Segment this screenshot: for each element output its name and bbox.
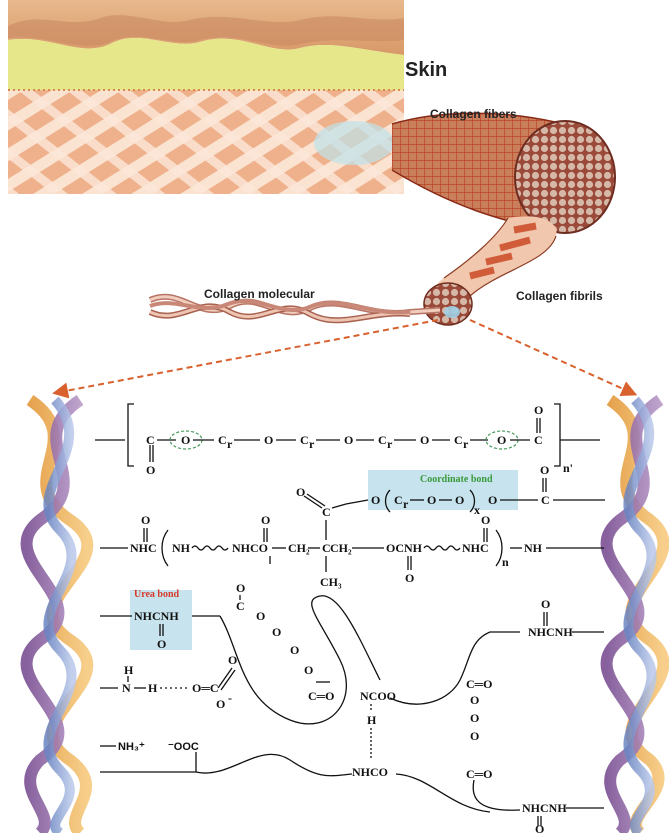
bot-nhcnh: NHCNH — [522, 801, 567, 815]
chem-cr2: C — [300, 433, 309, 447]
ooc-minus: ⁻OOC — [168, 741, 199, 753]
ester-o2: O — [272, 625, 281, 639]
ester-c2: C═O — [308, 689, 335, 703]
ester-c: C — [236, 599, 245, 613]
chem-c2-o: O — [534, 403, 543, 417]
row2-ocnh: OCNH — [386, 541, 423, 555]
zoom-arrow-left — [60, 320, 438, 392]
row2-ch2: CH₂ — [288, 541, 310, 555]
chem-n-prime: n' — [563, 461, 573, 475]
row2-nhc: NHC — [130, 541, 157, 555]
coord-cr-sub: r — [403, 497, 409, 511]
chem-c1: C — [146, 433, 155, 447]
fibril-end — [424, 283, 472, 325]
hydrogen-bond-row: H N H O═C O O - — [100, 653, 237, 711]
coordinate-bond-label: Coordinate bond — [420, 474, 493, 485]
coord-c: C — [541, 493, 550, 507]
row4-h: H — [148, 681, 158, 695]
row4-o: O — [228, 653, 237, 667]
coord-c-o: O — [540, 463, 549, 477]
chem-cr4-sub: r — [463, 437, 469, 451]
ester-o1: O — [256, 609, 265, 623]
urea-nhcnh: NHCNH — [134, 609, 179, 623]
coord-o3: O — [455, 493, 464, 507]
rc-o3: O — [470, 729, 479, 743]
chem-o3: O — [344, 433, 353, 447]
row2-nhc2: NHC — [462, 541, 489, 555]
fiber-bundle-end — [515, 121, 615, 233]
row2-nhc-o: O — [141, 513, 150, 527]
row2-ocnh-o: O — [405, 571, 414, 585]
chem-cr1: C — [218, 433, 227, 447]
chem-o4: O — [420, 433, 429, 447]
row2-upper-c: C — [322, 505, 331, 519]
chem-o1: O — [181, 433, 190, 447]
left-collagen-helix — [27, 400, 88, 833]
row2-nh2: NH — [524, 541, 543, 555]
row4-minus: - — [228, 691, 232, 705]
bot-o: O — [535, 822, 544, 833]
rc-o1: O — [470, 693, 479, 707]
fiber-highlight — [314, 121, 394, 165]
row2-ch2b: CH₂ — [330, 541, 352, 555]
coord-cr: C — [394, 493, 403, 507]
mid-ncoo: NCOO — [360, 689, 396, 703]
rc-co2: C═O — [466, 767, 493, 781]
chem-cr1-sub: r — [227, 437, 233, 451]
chem-cr3-sub: r — [387, 437, 393, 451]
row2-nhco: NHCO — [232, 541, 268, 555]
row4-n: N — [122, 681, 131, 695]
chem-o5: O — [497, 433, 506, 447]
chem-o2: O — [264, 433, 273, 447]
collagen-fibril — [424, 216, 557, 325]
label-collagen-fibrils: Collagen fibrils — [516, 289, 603, 303]
mid-nhco: NHCO — [352, 765, 388, 779]
collagen-fiber-bundle — [392, 113, 615, 233]
crosslink-network: C O O O O O C═O NCOO H NHCO NHCNH O C═O … — [220, 581, 604, 833]
ester-o4: O — [304, 663, 313, 677]
skin-illustration — [8, 0, 404, 194]
urea-o: O — [157, 637, 166, 651]
mid-h: H — [367, 713, 377, 727]
urea-bond-group: Urea bond NHCNH O — [100, 589, 220, 651]
ionic-row: NH₃⁺ ⁻OOC — [100, 741, 490, 812]
coord-o4: O — [488, 493, 497, 507]
right-o: O — [541, 597, 550, 611]
chem-cr2-sub: r — [309, 437, 315, 451]
coord-x: x — [474, 503, 480, 517]
row4-h-top: H — [124, 663, 134, 677]
zoom-arrow-right — [470, 320, 630, 392]
ester-o3: O — [290, 643, 299, 657]
label-skin: Skin — [405, 59, 447, 81]
chromium-chain: C O O C r O C r O C r O C r O C O n' — [95, 403, 600, 477]
row2-o: O — [296, 485, 305, 499]
row2-nhc2-o: O — [481, 513, 490, 527]
row2-n-sub: n — [502, 555, 509, 569]
row2-ch3: CH₃ — [320, 575, 342, 589]
label-collagen-fibers: Collagen fibers — [430, 107, 517, 121]
row2-nh1: NH — [172, 541, 191, 555]
right-nhcnh: NHCNH — [528, 625, 573, 639]
row4-oc: O═C — [192, 681, 219, 695]
row4-o-minus: O — [216, 697, 225, 711]
coord-o1: O — [371, 493, 380, 507]
coord-o2: O — [427, 493, 436, 507]
rc-co: C═O — [466, 677, 493, 691]
right-collagen-helix — [607, 400, 664, 833]
ester-o-top: O — [236, 581, 245, 595]
row2-nhco-o: O — [261, 513, 270, 527]
chem-c2: C — [534, 433, 543, 447]
rc-o2: O — [470, 711, 479, 725]
chem-cr4: C — [454, 433, 463, 447]
label-collagen-molecular: Collagen molecular — [204, 287, 315, 301]
chem-c1-o: O — [146, 463, 155, 477]
chem-cr3: C — [378, 433, 387, 447]
nh3-plus: NH₃⁺ — [118, 741, 145, 753]
urea-bond-label: Urea bond — [134, 589, 180, 600]
